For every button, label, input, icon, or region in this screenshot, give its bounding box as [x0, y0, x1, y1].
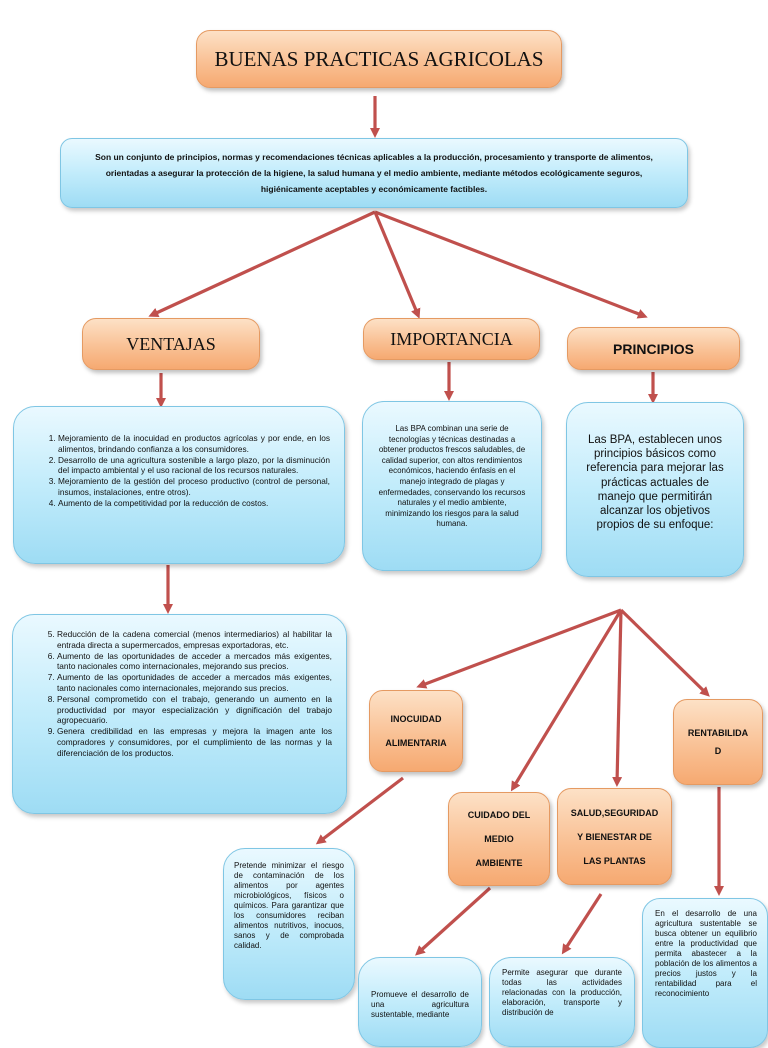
title-box: BUENAS PRACTICAS AGRICOLAS — [196, 30, 562, 88]
cuidado-line-1: CUIDADO DEL — [467, 810, 531, 820]
arrow-hub-to-salud — [612, 609, 623, 787]
arrow-hub-to-cuidado — [510, 609, 623, 792]
cuidado-text: Promueve el desarrollo de una agricultur… — [371, 990, 469, 1019]
arrow-definition-to-principios — [374, 210, 648, 319]
importancia-heading: IMPORTANCIA — [390, 328, 513, 349]
cuidado-line-3: AMBIENTE — [475, 858, 523, 868]
inocuidad-box: INOCUIDAD ALIMENTARIA — [369, 690, 463, 772]
ventajas-list-1: Mejoramiento de la inocuidad en producto… — [14, 433, 330, 509]
salud-text: Permite asegurar que durante todas las a… — [502, 968, 622, 1017]
salud-text-box: Permite asegurar que durante todas las a… — [489, 957, 635, 1047]
list-item: Mejoramiento de la gestión del proceso p… — [58, 476, 330, 498]
list-item: Genera credibilidad en las empresas y me… — [57, 726, 332, 758]
inocuidad-text-box: Pretende minimizar el riesgo de contamin… — [223, 848, 355, 1000]
inocuidad-line-1: INOCUIDAD — [390, 714, 442, 724]
rentabilidad-line-2: D — [714, 746, 722, 756]
principios-heading: PRINCIPIOS — [613, 340, 694, 357]
rentabilidad-text: En el desarrollo de una agricultura sust… — [655, 909, 757, 998]
rentabilidad-text-box: En el desarrollo de una agricultura sust… — [642, 898, 768, 1048]
list-item: Personal comprometido con el trabajo, ge… — [57, 694, 332, 726]
ventajas-list-box-2: Reducción de la cadena comercial (menos … — [12, 614, 347, 814]
list-item: Aumento de la competitividad por la redu… — [58, 498, 330, 509]
salud-line-3: LAS PLANTAS — [583, 855, 646, 866]
title-text: BUENAS PRACTICAS AGRICOLAS — [214, 46, 544, 71]
importancia-box: IMPORTANCIA — [363, 318, 540, 360]
list-item: Desarrollo de una agricultura sostenible… — [58, 455, 330, 477]
rentabilidad-box: RENTABILIDA D — [673, 699, 763, 785]
list-item: Aumento de las oportunidades de acceder … — [57, 651, 332, 673]
salud-line-2: Y BIENESTAR DE — [577, 831, 652, 842]
ventajas-box: VENTAJAS — [82, 318, 260, 370]
list-item: Reducción de la cadena comercial (menos … — [57, 629, 332, 651]
principios-text-box: Las BPA, establecen unos principios bási… — [566, 402, 744, 577]
cuidado-text-box: Promueve el desarrollo de una agricultur… — [358, 957, 482, 1047]
arrow-hub-to-rentabilidad — [619, 608, 710, 697]
principios-box: PRINCIPIOS — [567, 327, 740, 370]
inocuidad-line-2: ALIMENTARIA — [385, 738, 447, 748]
definition-text: Son un conjunto de principios, normas y … — [95, 152, 653, 194]
salud-box: SALUD,SEGURIDAD Y BIENESTAR DE LAS PLANT… — [557, 788, 672, 885]
list-item: Mejoramiento de la inocuidad en producto… — [58, 433, 330, 455]
importancia-text: Las BPA combinan una serie de tecnología… — [378, 424, 526, 529]
rentabilidad-line-1: RENTABILIDA — [687, 728, 749, 738]
list-item: Aumento de las oportunidades de acceder … — [57, 672, 332, 694]
ventajas-list-2: Reducción de la cadena comercial (menos … — [13, 629, 332, 759]
ventajas-heading: VENTAJAS — [126, 333, 216, 354]
arrow-cuidado-down — [415, 886, 492, 956]
arrow-hub-to-inocuidad — [416, 608, 622, 689]
cuidado-box: CUIDADO DEL MEDIO AMBIENTE — [448, 792, 550, 886]
arrow-salud-down — [561, 893, 603, 955]
importancia-text-box: Las BPA combinan una serie de tecnología… — [362, 401, 542, 571]
inocuidad-text: Pretende minimizar el riesgo de contamin… — [234, 861, 344, 950]
definition-box: Son un conjunto de principios, normas y … — [60, 138, 688, 208]
salud-line-1: SALUD,SEGURIDAD — [570, 807, 659, 818]
cuidado-line-2: MEDIO — [484, 834, 514, 844]
ventajas-list-box-1: Mejoramiento de la inocuidad en producto… — [13, 406, 345, 564]
principios-text: Las BPA, establecen unos principios bási… — [586, 434, 724, 532]
arrow-definition-to-ventajas — [148, 210, 376, 318]
arrow-definition-to-importancia — [373, 211, 421, 319]
